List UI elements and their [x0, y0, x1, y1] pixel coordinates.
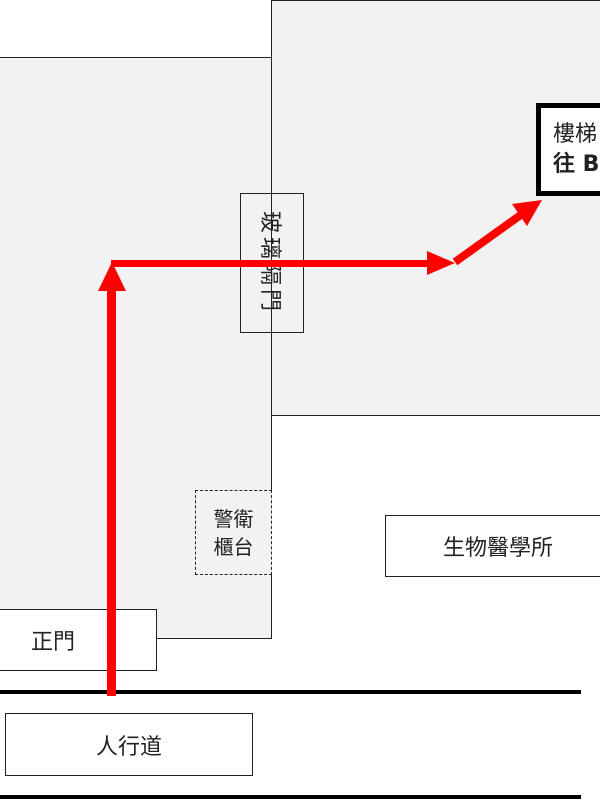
sidewalk-label: 人行道: [95, 734, 162, 760]
stairs-label: 樓梯: [553, 122, 598, 147]
sidewalk-edge-top: [0, 690, 581, 694]
institute-label: 生物醫學所: [443, 536, 554, 561]
stairs-direction: 往 B: [553, 152, 600, 177]
main-gate-label: 正門: [31, 630, 76, 655]
guard-label-2: 櫃台: [213, 534, 254, 559]
building-right: [271, 0, 600, 416]
institute-box: 生物醫學所: [385, 515, 600, 577]
stairs-box: 樓梯 往 B: [536, 103, 600, 196]
route-vertical-shaft: [107, 285, 116, 696]
guard-label-1: 警衛: [213, 506, 254, 531]
route-right-arrowhead: [427, 251, 455, 275]
guard-counter: 警衛 櫃台: [195, 490, 272, 575]
main-gate-box: 正門: [0, 609, 157, 671]
route-diagonal-shaft: [452, 210, 525, 266]
route-horizontal-shaft: [111, 260, 431, 267]
sidewalk-edge-bottom: [0, 795, 581, 799]
sidewalk-box: 人行道: [5, 713, 253, 776]
route-diagonal-arrowhead: [512, 200, 542, 226]
route-up-arrowhead: [98, 262, 126, 291]
